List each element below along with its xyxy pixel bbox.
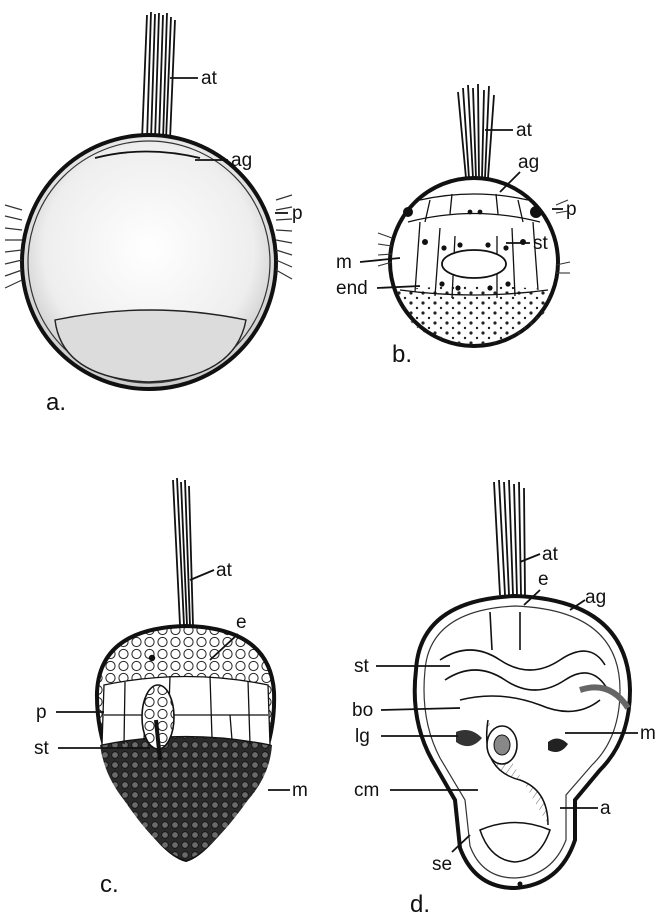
label-e-c: e <box>236 612 247 633</box>
label-at-c: at <box>216 560 233 581</box>
label-m-d: m <box>640 723 656 744</box>
middle-cell-band-c <box>102 677 270 746</box>
label-at-b: at <box>516 120 533 141</box>
cilia-band-left-a <box>5 205 22 288</box>
caption-a: a. <box>46 389 66 416</box>
caption-d: d. <box>410 891 430 918</box>
cilia-band-right-a <box>276 195 292 279</box>
caption-c: c. <box>100 871 119 898</box>
apical-tuft-d <box>494 480 525 595</box>
stomodeum-b <box>442 250 506 278</box>
label-m-b: m <box>336 252 352 273</box>
apical-tuft <box>142 12 175 140</box>
apical-tuft-b <box>458 84 494 178</box>
label-st-c: st <box>34 738 50 759</box>
label-a-d: a <box>600 798 611 819</box>
label-e-d: e <box>538 569 549 590</box>
panel-d: at e ag st bo lg m cm a se d. <box>352 480 656 918</box>
label-lg-d: lg <box>355 726 370 747</box>
label-p-c: p <box>36 702 47 723</box>
label-ag-d: ag <box>585 587 606 608</box>
label-ag-a: ag <box>231 150 252 171</box>
apical-tuft-c <box>173 478 193 625</box>
label-end-b: end <box>336 278 368 299</box>
label-at-a: at <box>201 68 218 89</box>
label-cm-d: cm <box>354 780 379 801</box>
label-p-a: p <box>292 203 303 224</box>
caption-b: b. <box>392 341 412 368</box>
panel-c: at e p st m c. <box>34 478 308 898</box>
label-st-b: st <box>533 233 549 254</box>
label-at-d: at <box>542 544 559 565</box>
panel-a: at ag p a. <box>5 12 303 416</box>
label-p-b: p <box>566 199 577 220</box>
label-se-d: se <box>432 854 452 875</box>
label-st-d: st <box>354 656 370 677</box>
panel-b: at ag p st m end b. <box>336 84 577 368</box>
label-bo-d: bo <box>352 700 373 721</box>
label-m-c: m <box>292 780 308 801</box>
mesoderm-mass-c <box>100 735 272 860</box>
label-ag-b: ag <box>518 152 539 173</box>
